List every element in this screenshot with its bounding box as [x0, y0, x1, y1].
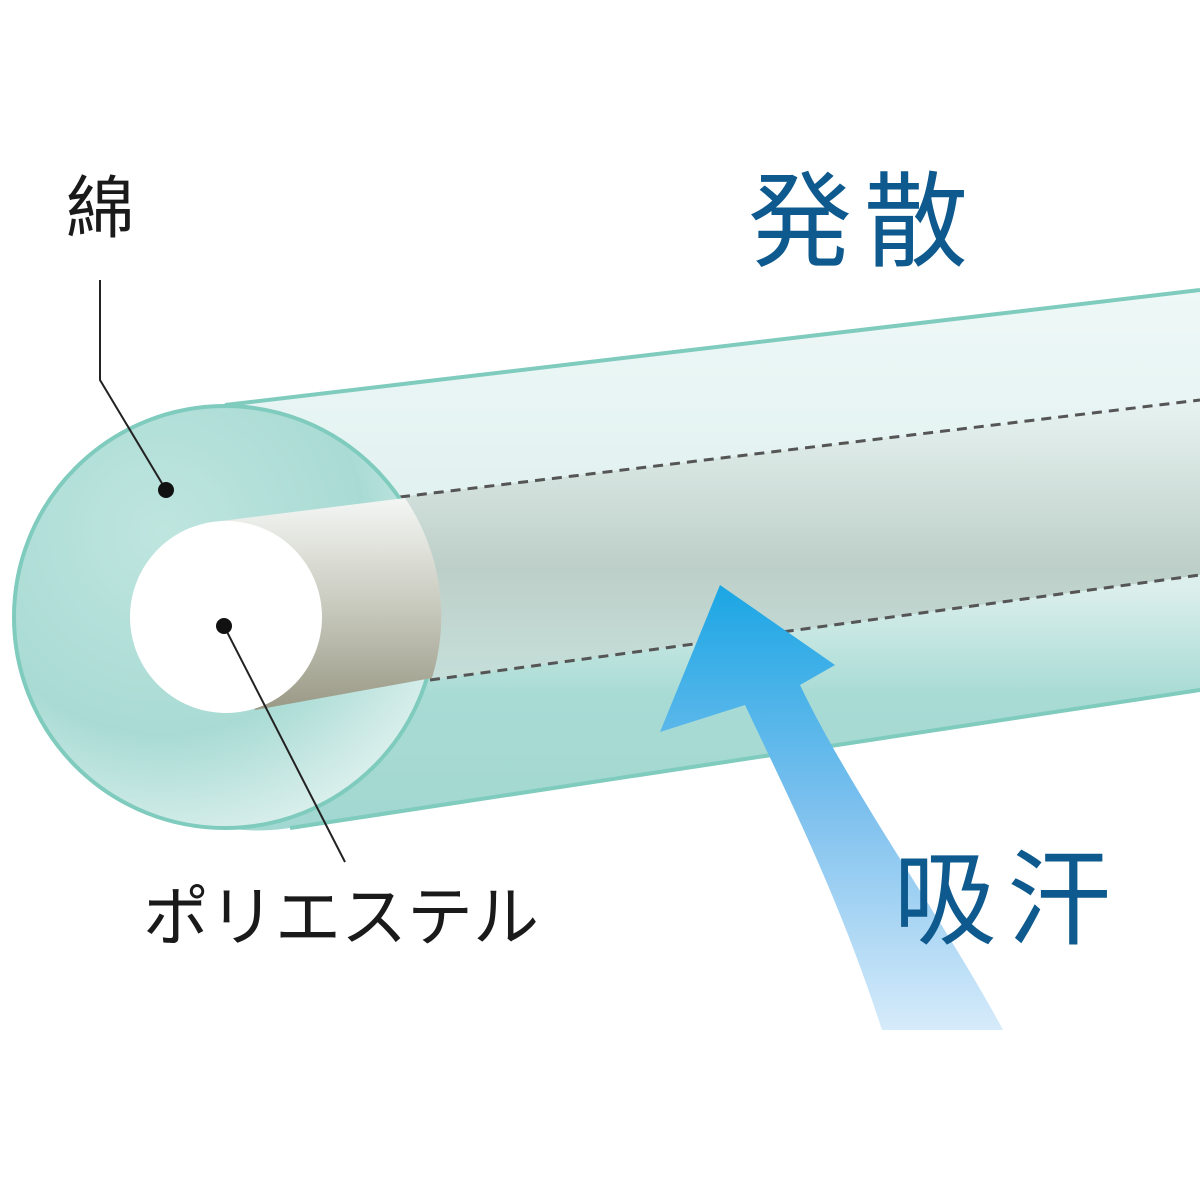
core-bottom-dashed-line	[429, 573, 1200, 682]
tube-top-edge	[224, 288, 1200, 407]
polyester-leader-dot	[216, 618, 232, 634]
cotton-leader-line	[99, 280, 167, 491]
cotton-leader-dot	[158, 482, 174, 498]
diffusion-label: 発散	[748, 161, 981, 283]
absorption-label: 吸汗	[893, 839, 1122, 961]
absorption-arrow	[660, 585, 1003, 1030]
polyester-leader-line	[223, 625, 346, 863]
core-top-dashed-line	[399, 398, 1200, 499]
polyester-core-body	[400, 400, 1200, 680]
polyester-core-face	[130, 521, 322, 713]
cotton-label: 綿	[66, 170, 135, 249]
polyester-label: ポリエステル	[143, 879, 539, 956]
tube-bottom-edge	[289, 688, 1200, 830]
